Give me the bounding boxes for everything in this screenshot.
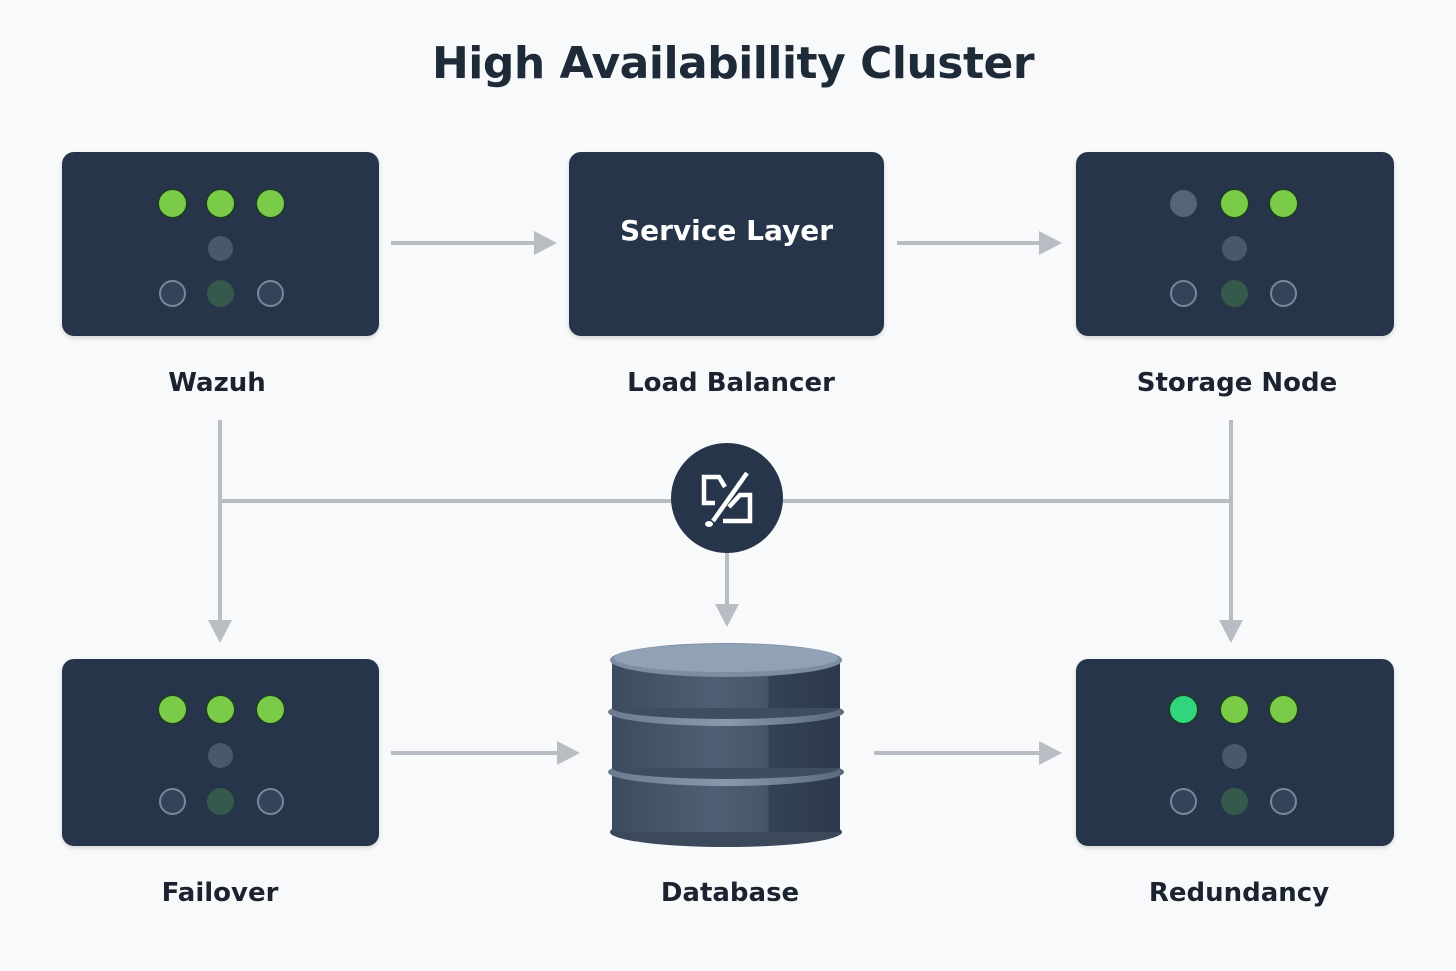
status-led bbox=[1221, 788, 1248, 815]
diagram-title: High Availabillity Cluster bbox=[431, 38, 1035, 89]
status-led bbox=[159, 280, 186, 307]
status-led bbox=[1270, 280, 1297, 307]
node-label-failover: Failover bbox=[161, 878, 279, 908]
status-led bbox=[1221, 190, 1248, 217]
node-card-failover[interactable] bbox=[62, 659, 379, 846]
node-card-load-balancer[interactable]: Service Layer bbox=[569, 152, 884, 336]
arrowhead bbox=[1039, 741, 1062, 765]
status-led bbox=[1270, 788, 1297, 815]
status-led bbox=[1270, 696, 1297, 723]
status-led bbox=[257, 696, 284, 723]
status-led bbox=[1170, 190, 1197, 217]
arrowhead bbox=[715, 604, 739, 627]
status-led bbox=[1222, 236, 1247, 261]
status-led bbox=[208, 743, 233, 768]
status-led bbox=[257, 190, 284, 217]
status-led bbox=[1170, 788, 1197, 815]
status-led bbox=[207, 696, 234, 723]
node-label-load-balancer: Load Balancer bbox=[627, 368, 835, 398]
status-led bbox=[1221, 696, 1248, 723]
status-led bbox=[1222, 744, 1247, 769]
status-led bbox=[207, 788, 234, 815]
database-cylinder-icon[interactable] bbox=[607, 640, 845, 850]
service-layer-text: Service Layer bbox=[619, 214, 834, 247]
status-led bbox=[257, 788, 284, 815]
arrowhead bbox=[534, 231, 557, 255]
status-led bbox=[207, 280, 234, 307]
arrowhead bbox=[1039, 231, 1062, 255]
node-label-wazuh: Wazuh bbox=[168, 368, 266, 398]
status-led bbox=[1170, 280, 1197, 307]
status-led bbox=[159, 190, 186, 217]
status-led bbox=[1270, 190, 1297, 217]
sync-hub[interactable] bbox=[671, 443, 783, 553]
status-led bbox=[208, 236, 233, 261]
node-card-redundancy[interactable] bbox=[1076, 659, 1394, 846]
arrowhead bbox=[557, 741, 580, 765]
status-led bbox=[1221, 280, 1248, 307]
status-led bbox=[1170, 696, 1197, 723]
node-card-wazuh[interactable] bbox=[62, 152, 379, 336]
node-card-storage-node[interactable] bbox=[1076, 152, 1394, 336]
edit-sync-icon bbox=[701, 471, 753, 527]
arrowhead bbox=[208, 620, 232, 643]
node-label-redundancy: Redundancy bbox=[1148, 878, 1330, 908]
status-led bbox=[159, 696, 186, 723]
status-led bbox=[159, 788, 186, 815]
node-label-storage-node: Storage Node bbox=[1136, 368, 1338, 398]
status-led bbox=[207, 190, 234, 217]
node-label-database: Database bbox=[660, 878, 800, 908]
status-led bbox=[257, 280, 284, 307]
arrowhead bbox=[1219, 620, 1243, 643]
